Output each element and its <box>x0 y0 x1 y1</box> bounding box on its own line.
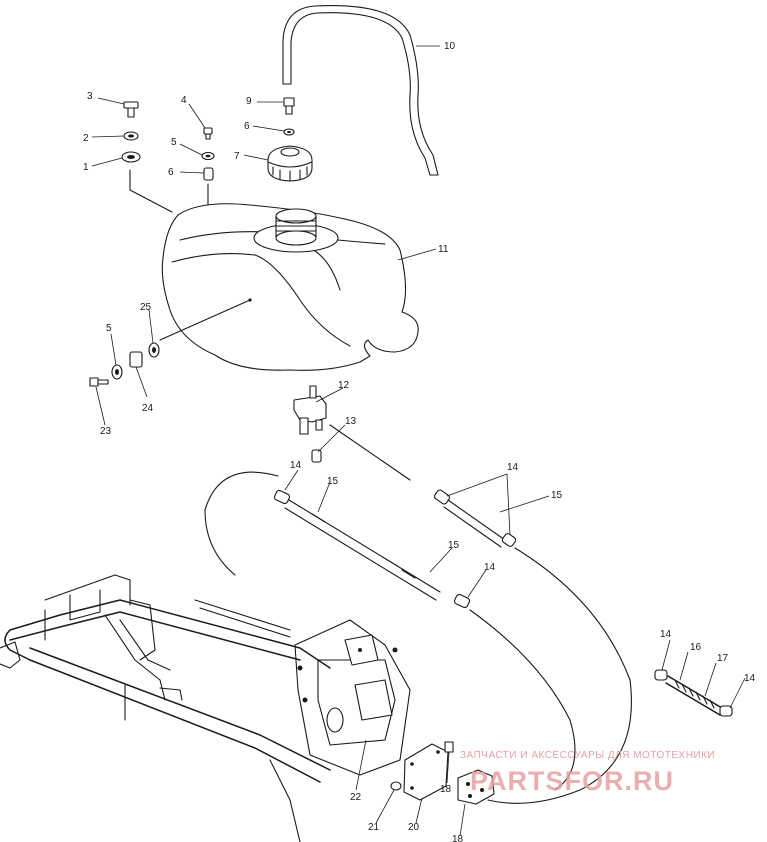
callout-2: 2 <box>83 133 89 144</box>
callout-10: 10 <box>444 41 456 52</box>
callout-1: 1 <box>83 162 89 173</box>
watermark-logo-text: PARTSFOR.RU <box>470 766 674 796</box>
callout-8: 6 <box>244 121 250 132</box>
part-frame <box>0 574 411 842</box>
callout-3: 3 <box>87 91 93 102</box>
callout-13: 13 <box>345 416 357 427</box>
part-fuel-lines <box>204 471 733 804</box>
callout-5: 5 <box>171 137 177 148</box>
part-fitting-9 <box>283 97 295 115</box>
part-grommet-1 <box>121 151 173 213</box>
callout-12: 12 <box>338 380 350 391</box>
part-fuel-tank <box>159 203 419 371</box>
callout-17: 17 <box>717 653 729 664</box>
callout-11: 11 <box>438 244 449 255</box>
callout-24: 24 <box>142 403 154 414</box>
part-spacer-6 <box>203 167 214 211</box>
callout-25: 25 <box>140 302 152 313</box>
callout-5b: 5 <box>106 323 112 334</box>
callout-9: 9 <box>246 96 252 107</box>
callout-20: 20 <box>408 822 420 833</box>
callout-14c: 14 <box>484 562 496 573</box>
part-mount-hardware <box>89 342 160 387</box>
callout-23: 23 <box>100 426 112 437</box>
callout-15a: 15 <box>327 476 339 487</box>
watermark-logo: PARTSFOR.RU <box>470 766 674 796</box>
part-fuel-pump-assembly <box>390 741 495 805</box>
callout-7: 7 <box>234 151 240 162</box>
callout-16: 16 <box>690 642 702 653</box>
callout-21: 21 <box>368 822 380 833</box>
callout-14b: 14 <box>507 462 519 473</box>
callout-6: 6 <box>168 167 174 178</box>
watermark-tagline: ЗАПЧАСТИ И АКСЕССУАРЫ ДЛЯ МОТОТЕХНИКИ <box>460 750 716 761</box>
callout-4: 4 <box>181 95 187 106</box>
callout-labels: 1 2 3 4 5 6 7 6 9 10 11 25 5 24 23 12 13… <box>83 41 756 842</box>
callout-14a: 14 <box>290 460 302 471</box>
part-washer-8 <box>283 128 295 136</box>
callout-22: 22 <box>350 792 362 803</box>
callout-14d: 14 <box>660 629 672 640</box>
part-fuel-valve <box>293 385 411 481</box>
part-washer-5 <box>201 151 215 161</box>
leader-lines <box>91 45 746 837</box>
part-bolt-4 <box>203 127 213 140</box>
callout-15c: 15 <box>448 540 460 551</box>
callout-15b: 15 <box>551 490 563 501</box>
callout-18b: 18 <box>452 834 464 842</box>
callout-18a: 18 <box>440 784 452 795</box>
callout-14e: 14 <box>744 673 756 684</box>
part-washer-2 <box>123 131 139 141</box>
part-vent-hose <box>282 5 439 176</box>
part-bolt-3 <box>123 101 139 118</box>
part-fuel-cap <box>267 145 313 182</box>
